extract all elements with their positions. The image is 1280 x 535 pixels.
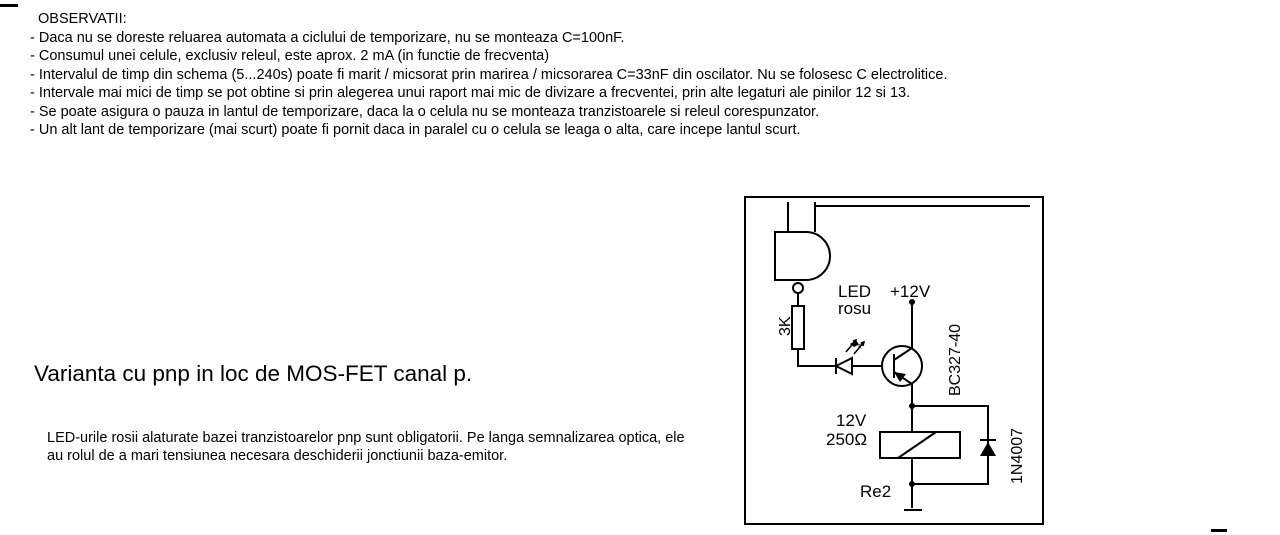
junction-dot-bottom bbox=[909, 481, 915, 487]
relay-voltage-label: 12V bbox=[836, 411, 867, 430]
observation-item: - Se poate asigura o pauza in lantul de … bbox=[30, 103, 820, 120]
led-label-line1: LED bbox=[838, 282, 871, 301]
relay-name-label: Re2 bbox=[860, 482, 891, 501]
supply-label: +12V bbox=[890, 282, 931, 301]
observations-title: OBSERVATII: bbox=[38, 11, 127, 27]
led-arrow-heads bbox=[850, 340, 864, 349]
pnp-transistor-leads bbox=[893, 347, 913, 385]
resistor-symbol bbox=[791, 305, 805, 350]
observation-item: - Daca nu se doreste reluarea automata a… bbox=[30, 30, 625, 46]
relay-coil-symbol bbox=[879, 431, 961, 459]
observations-list: - Daca nu se doreste reluarea automata a… bbox=[30, 29, 1270, 139]
observation-item: - Intervalul de timp din schema (5...240… bbox=[30, 66, 948, 83]
led-symbol bbox=[833, 356, 882, 376]
pnp-transistor-body bbox=[881, 345, 923, 387]
led-label-line2: rosu bbox=[838, 299, 871, 318]
diode-label: 1N4007 bbox=[1009, 428, 1026, 484]
variant-description: LED-urile rosii alaturate bazei tranzist… bbox=[47, 430, 685, 464]
observation-item: - Intervale mai mici de timp se pot obti… bbox=[30, 85, 911, 102]
gate-input-wires bbox=[787, 202, 1030, 232]
transistor-emitter-arrow bbox=[894, 372, 906, 382]
observation-item: - Un alt lant de temporizare (mai scurt)… bbox=[30, 122, 801, 139]
relay-resistance-label: 250Ω bbox=[826, 430, 867, 449]
schematic-frame bbox=[744, 196, 1044, 525]
corner-mark-top-left bbox=[0, 4, 18, 7]
circuit-schematic: 3K LED rosu +12V BC327-40 12V 250Ω Re2 1… bbox=[744, 196, 1044, 525]
variant-heading: Varianta cu pnp in loc de MOS-FET canal … bbox=[34, 361, 473, 386]
resistor-label: 3K bbox=[777, 316, 794, 336]
corner-mark-bottom-right bbox=[1211, 529, 1227, 532]
transistor-label: BC327-40 bbox=[947, 324, 964, 396]
nand-gate-symbol bbox=[774, 231, 831, 281]
observation-item: - Consumul unei celule, exclusiv releul,… bbox=[30, 48, 550, 65]
relay-coil-slash bbox=[897, 431, 937, 459]
junction-dot-top bbox=[909, 403, 915, 409]
supply-node-dot bbox=[909, 299, 915, 305]
observations-section: OBSERVATII: - Daca nu se doreste reluare… bbox=[30, 10, 1270, 139]
gate-output-bubble bbox=[792, 282, 804, 294]
resistor-wires bbox=[797, 293, 836, 367]
diode-triangle bbox=[980, 442, 996, 456]
